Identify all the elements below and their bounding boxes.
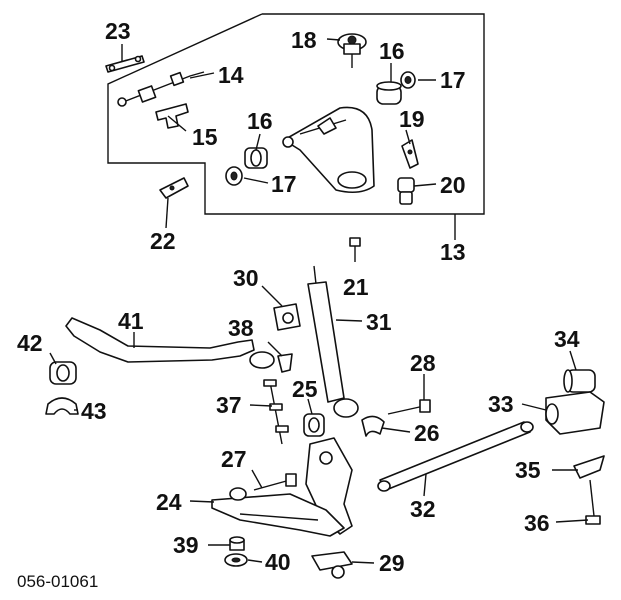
- part-31-shock-absorber: [307, 265, 359, 418]
- label-35: 35: [515, 457, 541, 483]
- label-27: 27: [221, 446, 247, 472]
- label-16-upper: 16: [379, 38, 405, 64]
- label-17-upper: 17: [440, 67, 466, 93]
- part-41-stabilizer-bar: [65, 317, 275, 369]
- part-25-bushing: [303, 413, 325, 437]
- part-36-bolt: [585, 479, 601, 525]
- label-20: 20: [440, 172, 466, 198]
- part-42-bushing: [49, 361, 77, 385]
- part-37-link-bolt: [263, 379, 289, 445]
- part-40-washer: [224, 553, 248, 567]
- part-24-lower-arm: [211, 487, 345, 537]
- label-29: 29: [379, 550, 405, 576]
- part-39-nut: [229, 536, 245, 551]
- label-22: 22: [150, 228, 176, 254]
- label-28: 28: [410, 350, 436, 376]
- label-15: 15: [192, 124, 218, 150]
- part-38-link: [277, 353, 293, 373]
- label-17-middle: 17: [271, 171, 297, 197]
- label-19: 19: [399, 106, 425, 132]
- leader-lines: [49, 38, 589, 564]
- label-43: 43: [81, 398, 107, 424]
- label-18: 18: [291, 27, 317, 53]
- label-34: 34: [554, 326, 580, 352]
- part-19-clip: [401, 139, 419, 169]
- label-33: 33: [488, 391, 514, 417]
- label-39: 39: [173, 532, 199, 558]
- label-26: 26: [414, 420, 440, 446]
- label-14: 14: [218, 62, 244, 88]
- label-23: 23: [105, 18, 131, 44]
- label-36: 36: [524, 510, 550, 536]
- part-21-bolt: [349, 237, 361, 256]
- part-29-ball-joint: [311, 551, 353, 579]
- label-24: 24: [156, 489, 182, 515]
- part-30-bushing: [273, 303, 301, 331]
- part-22-bracket: [159, 177, 189, 199]
- label-30: 30: [233, 265, 259, 291]
- label-38: 38: [228, 315, 254, 341]
- part-16-bushing-middle: [244, 147, 268, 169]
- label-37: 37: [216, 392, 242, 418]
- part-20-bump-stop: [397, 177, 415, 205]
- part-23-bracket: [105, 55, 145, 73]
- part-16-bushing-upper: [376, 81, 402, 105]
- label-40: 40: [265, 549, 291, 575]
- part-35-cover: [573, 455, 605, 479]
- part-18-ball-joint: [337, 33, 367, 68]
- part-14-rod: [117, 71, 205, 107]
- diagram-code: 056-01061: [17, 572, 98, 591]
- label-41: 41: [118, 308, 144, 334]
- part-27-bolt: [253, 473, 297, 491]
- part-34-bushing: [563, 369, 596, 393]
- label-16-middle: 16: [247, 108, 273, 134]
- label-32: 32: [410, 496, 436, 522]
- part-43-bracket: [45, 397, 79, 415]
- part-33-bracket: [545, 391, 605, 435]
- label-21: 21: [343, 274, 369, 300]
- label-31: 31: [366, 309, 392, 335]
- part-32-strut-bar: [377, 421, 534, 492]
- part-17-washer-middle: [225, 166, 243, 186]
- part-28-bolt: [387, 399, 431, 415]
- part-26-bracket: [361, 415, 385, 437]
- part-17-washer-upper: [400, 71, 416, 89]
- upper-control-arm: [282, 106, 375, 194]
- label-42: 42: [17, 330, 43, 356]
- part-15-bracket: [155, 103, 189, 129]
- steering-knuckle: [305, 437, 353, 535]
- label-13: 13: [440, 239, 466, 265]
- group-13-frame: [107, 13, 485, 215]
- callout-numbers: 23 14 15 18 16 17 19 20 16 17 22 13 21 3…: [17, 18, 580, 576]
- label-25: 25: [292, 376, 318, 402]
